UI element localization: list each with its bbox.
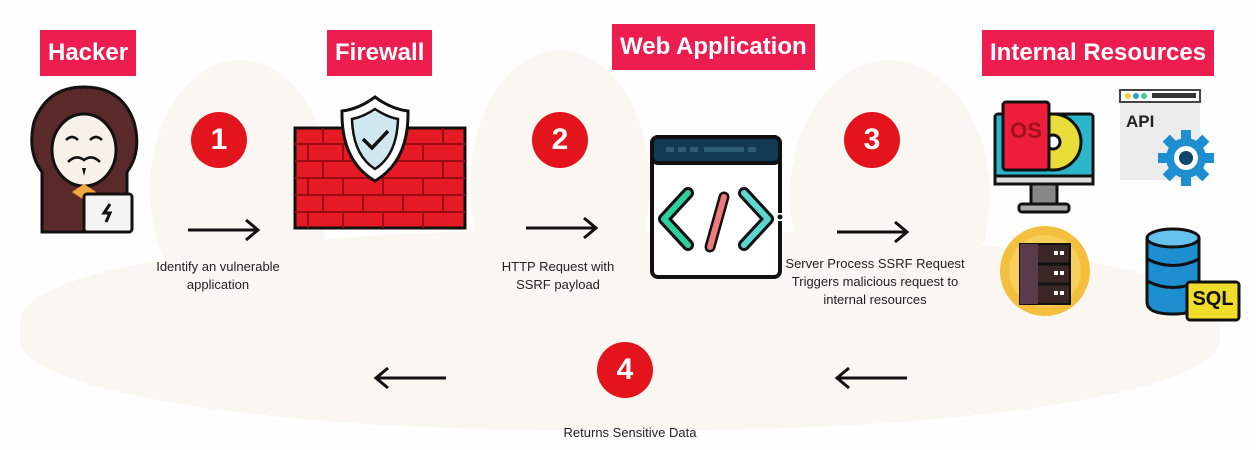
api-settings-icon: API	[1118, 88, 1218, 188]
web-application-label: Web Application	[612, 24, 815, 70]
caption-line: internal resources	[823, 292, 927, 307]
step-4-badge: 4	[597, 342, 653, 398]
api-label: API	[1126, 112, 1155, 131]
hacker-icon	[30, 85, 139, 234]
firewall-icon	[293, 95, 467, 230]
step-2-badge: 2	[532, 112, 588, 168]
arrow-left-icon	[834, 366, 907, 390]
step-4-caption: Returns Sensitive Data	[564, 424, 697, 442]
step-2-caption: HTTP Request with SSRF payload	[502, 258, 614, 294]
firewall-label: Firewall	[327, 30, 433, 76]
caption-line: HTTP Request with	[501, 259, 615, 274]
arrow-right-icon	[188, 218, 261, 242]
internal-resources-label: Internal Resources	[982, 30, 1215, 76]
caption-line: Server Process SSRF Request	[785, 256, 965, 271]
hacker-label: Hacker	[40, 30, 137, 76]
os-label: OS	[1010, 118, 1042, 143]
web-application-icon	[650, 135, 784, 279]
step-1-badge: 1	[191, 112, 247, 168]
sql-database-icon: SQL	[1143, 226, 1243, 326]
caption-line: application	[186, 277, 250, 292]
caption-line: Identify an vulnerable	[156, 259, 280, 274]
step-1-caption: Identify an vulnerable application	[156, 258, 280, 294]
step-3-caption: Server Process SSRF Request Triggers mal…	[785, 255, 964, 309]
sql-label: SQL	[1192, 288, 1234, 310]
arrow-right-icon	[526, 216, 599, 240]
step-3-badge: 3	[844, 112, 900, 168]
caption-line: Triggers malicious request to	[791, 274, 959, 289]
server-rack-icon	[1000, 226, 1090, 316]
caption-line: SSRF payload	[516, 277, 600, 292]
arrow-right-icon	[837, 220, 910, 244]
arrow-left-icon	[373, 366, 446, 390]
caption-line: Returns Sensitive Data	[563, 425, 697, 440]
os-monitor-icon: OS	[993, 100, 1095, 222]
